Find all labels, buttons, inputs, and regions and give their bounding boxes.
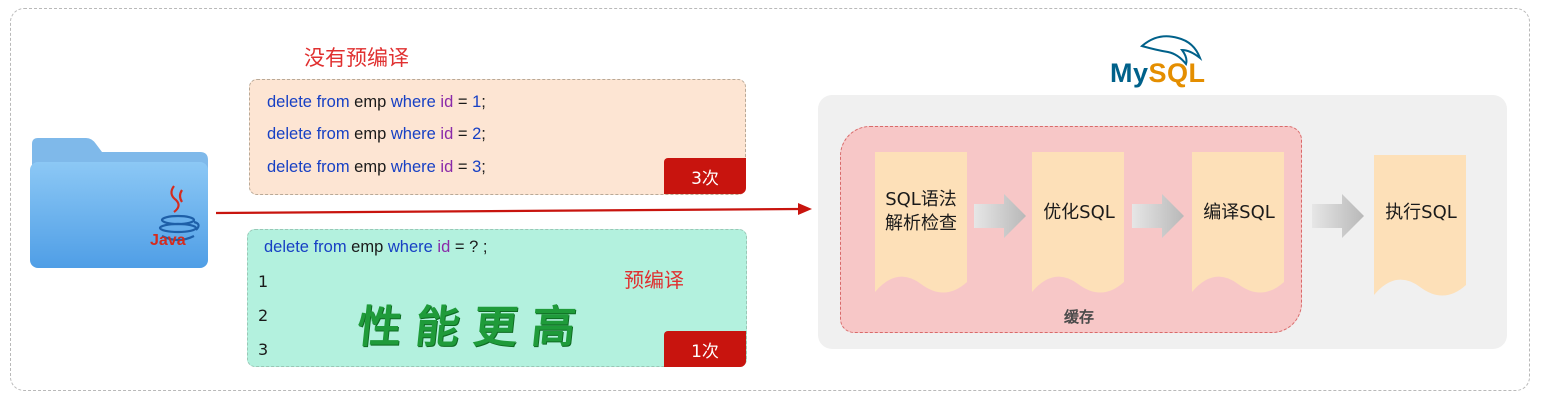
arrow-icon: [974, 194, 1026, 238]
param-1: 1: [258, 272, 269, 291]
statement-line-3: delete from emp where id = 3;: [267, 158, 486, 176]
precompile-title: 预编译: [624, 268, 684, 292]
statements-box: [249, 79, 746, 195]
precompiled-box: [247, 229, 747, 367]
step-optimize-label: 优化SQL: [1043, 202, 1115, 223]
step-doc-parse: [875, 152, 967, 293]
step-doc-execute: [1374, 155, 1466, 296]
statement-line-2: delete from emp where id = 2;: [267, 125, 486, 143]
dolphin-icon: [1139, 35, 1203, 67]
java-label: Java: [150, 232, 186, 249]
param-2: 2: [258, 306, 269, 325]
step-parse-label: SQL语法 解析检查: [885, 189, 957, 234]
precompiled-statement: delete from emp where id = ? ;: [264, 238, 488, 256]
arrow-icon: [1132, 194, 1184, 238]
param-3: 3: [258, 340, 269, 359]
mysql-logo: MySQL: [1110, 58, 1206, 88]
arrow-icon: [1312, 194, 1364, 238]
diagram-frame: [10, 8, 1530, 391]
count-badge-3: 3次: [664, 158, 746, 194]
count-badge-1: 1次: [664, 331, 746, 367]
step-compile-label: 编译SQL: [1203, 202, 1275, 223]
java-folder-icon: [30, 138, 208, 268]
step-execute-label: 执行SQL: [1385, 202, 1457, 223]
step-doc-optimize: [1032, 152, 1124, 293]
step-doc-compile: [1192, 152, 1284, 293]
cache-label: 缓存: [1064, 308, 1095, 326]
statement-line-1: delete from emp where id = 1;: [267, 93, 486, 111]
no-precompile-title: 没有预编译: [304, 46, 409, 70]
